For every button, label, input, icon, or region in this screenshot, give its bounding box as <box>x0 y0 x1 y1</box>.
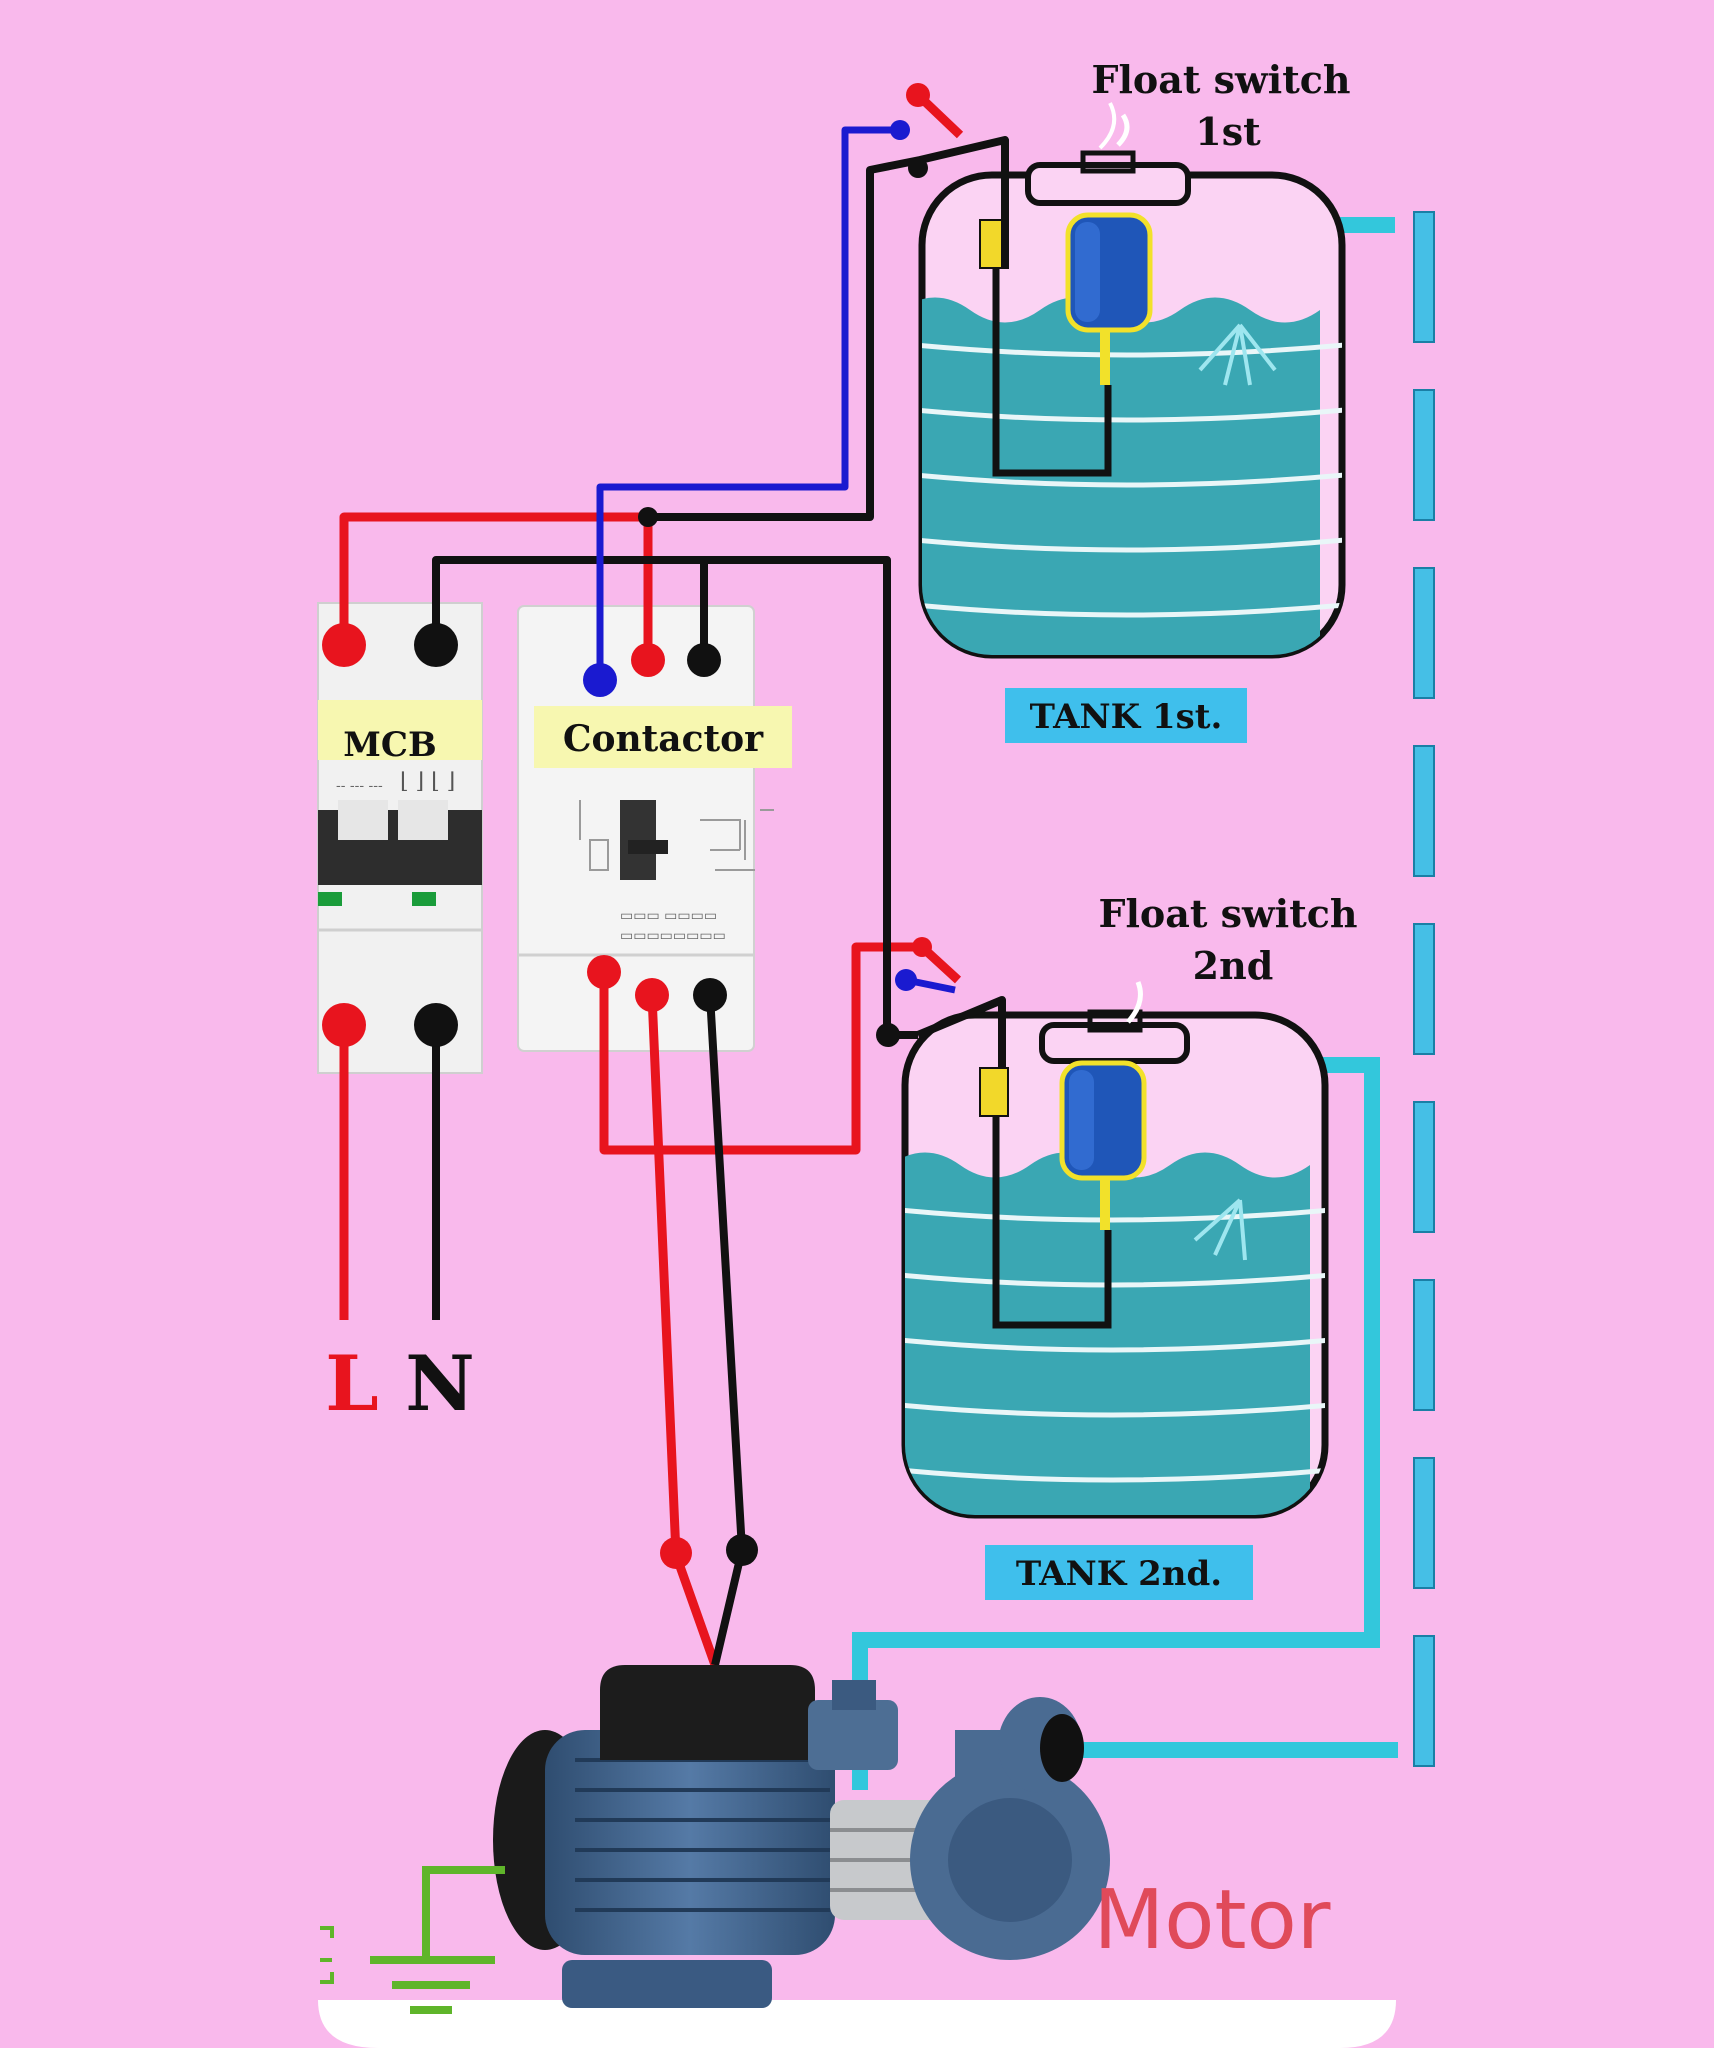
svg-text:▭▭▭ ▭▭▭▭: ▭▭▭ ▭▭▭▭ <box>620 908 717 924</box>
line-terminal-label: L <box>325 1339 378 1428</box>
svg-text:▭▭▭▭▭▭▭▭: ▭▭▭▭▭▭▭▭ <box>620 928 726 944</box>
svg-text:-- --- ---: -- --- --- <box>336 778 383 794</box>
mcb-breaker-icon: -- --- --- ⌊ ⌋ ⌊ ⌋ <box>317 602 483 1074</box>
contactor-label: Contactor <box>563 718 764 760</box>
terminal-dots <box>322 83 932 1569</box>
float-switch-2-number: 2nd <box>1193 943 1274 988</box>
motor-label: Motor <box>1094 1873 1331 1968</box>
tank-1 <box>918 150 1346 659</box>
float-switch-2-label: Float switch 2nd <box>1098 891 1357 988</box>
float-switch-2-title: Float switch <box>1098 891 1357 936</box>
right-white-margin <box>1398 0 1714 2048</box>
earth-ground-icon <box>370 1866 505 2014</box>
tank-1-label-bg <box>1005 688 1247 743</box>
water-pump-motor-icon <box>318 1665 1396 2048</box>
float-switch-1-label: Float switch 1st <box>1091 57 1350 154</box>
neutral-terminal-label: N <box>405 1339 474 1428</box>
float-switch-1-title: Float switch <box>1091 57 1350 102</box>
float-switch-1-number: 1st <box>1195 109 1261 154</box>
tank-2-label: TANK 2nd. <box>1016 1554 1222 1594</box>
contactor-icon: ▭▭▭ ▭▭▭▭ ▭▭▭▭▭▭▭▭ <box>517 605 792 1052</box>
tank-1-label: TANK 1st. <box>1030 697 1223 737</box>
mcb-label: MCB <box>343 725 436 765</box>
left-edge-mark <box>320 1926 334 1984</box>
dashed-pipe <box>1413 211 1435 1767</box>
svg-text:⌊ ⌋ ⌊ ⌋: ⌊ ⌋ ⌊ ⌋ <box>400 769 455 794</box>
tank-2-label-bg <box>985 1545 1253 1600</box>
float-switch-2 <box>979 981 1147 1329</box>
